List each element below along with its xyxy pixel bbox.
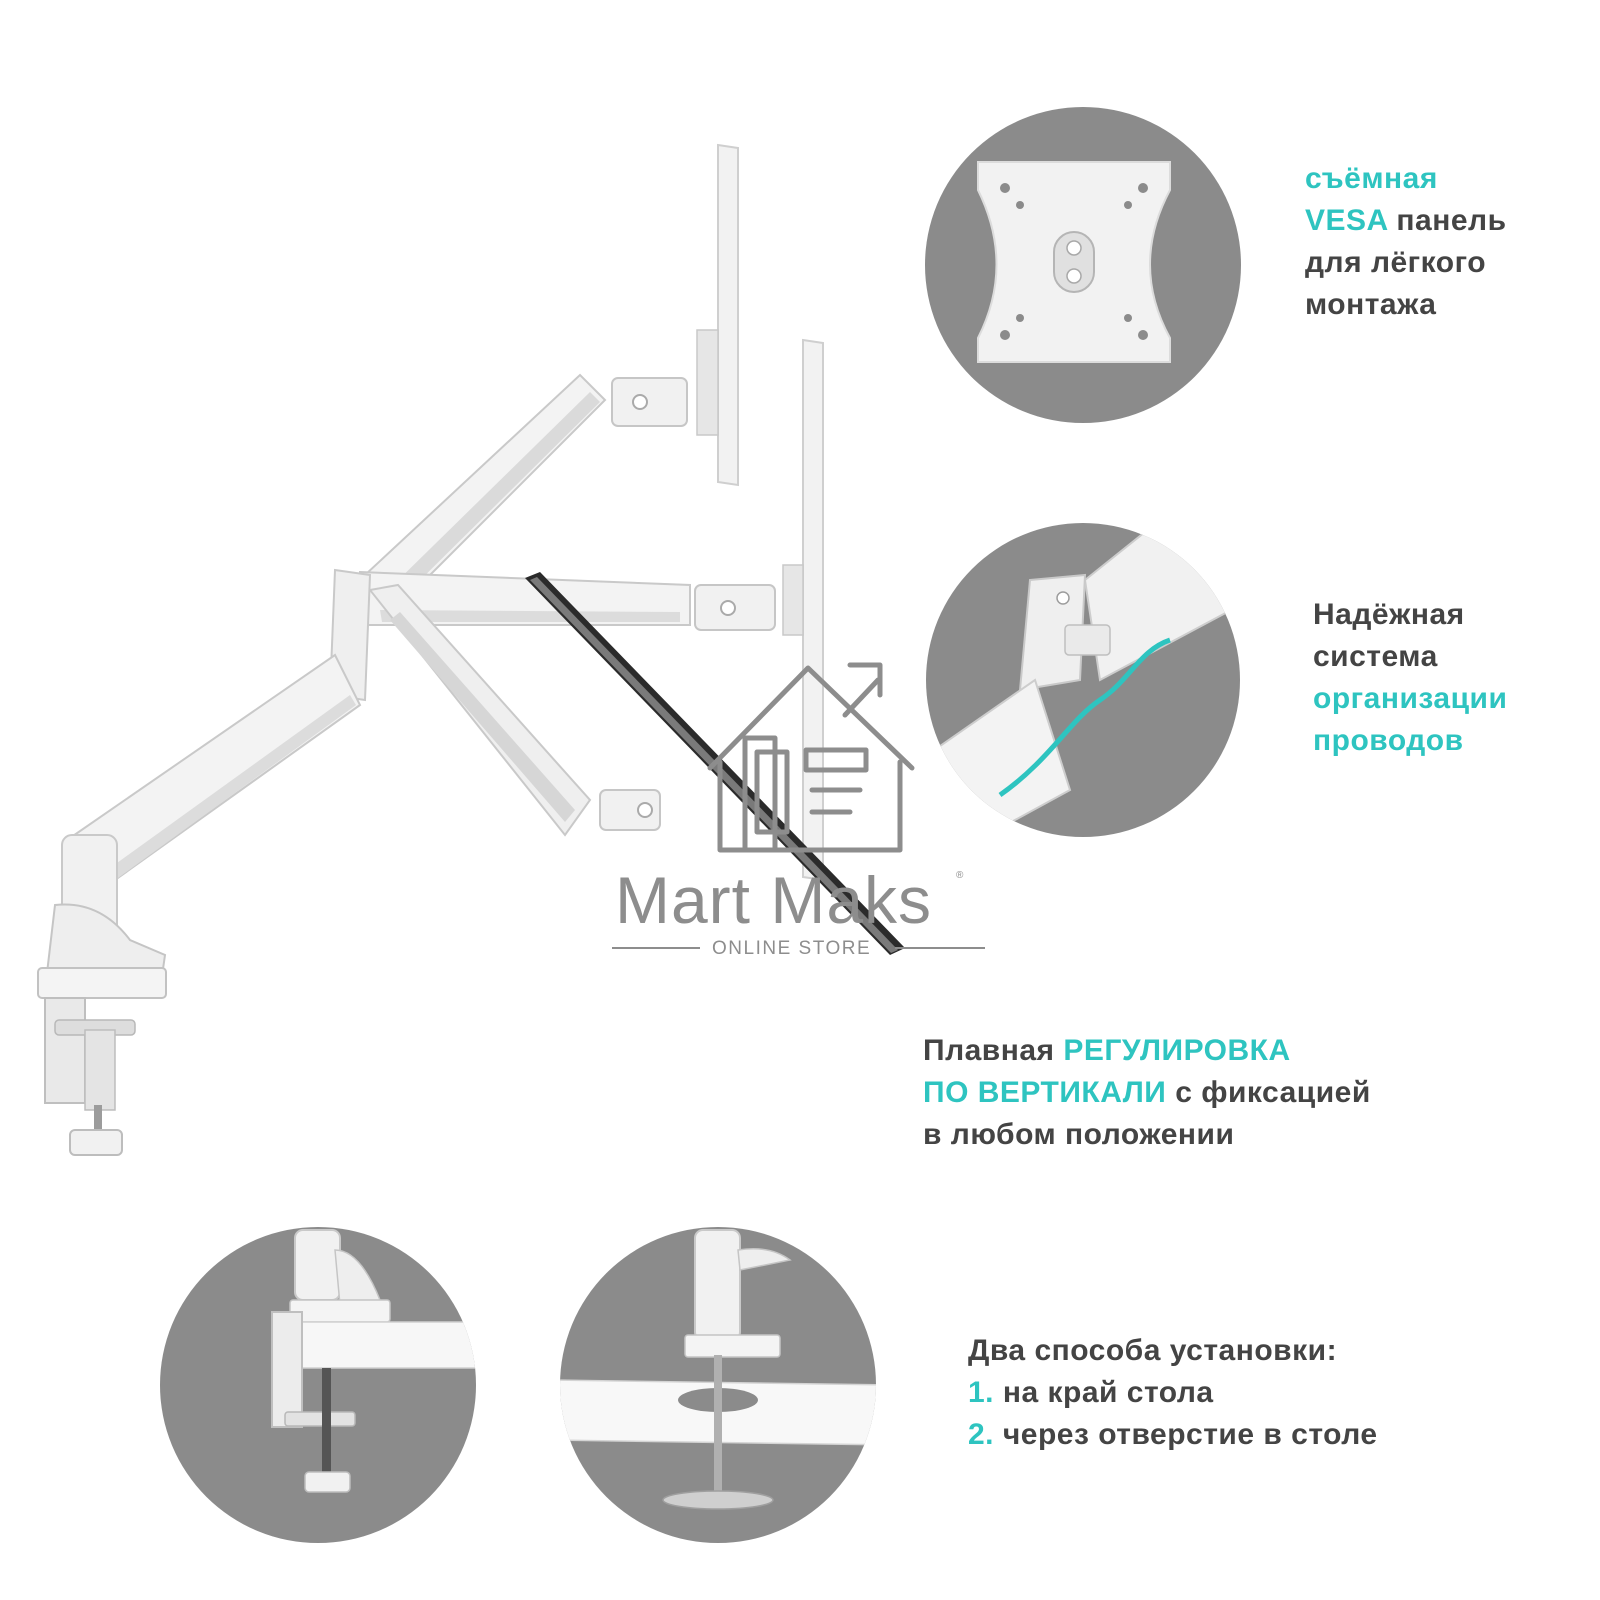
feature-cable-line4: проводов xyxy=(1313,724,1464,757)
feature-vertical-line3: в любом положении xyxy=(923,1118,1235,1151)
feature-cable-line3: организации xyxy=(1313,682,1508,715)
feature-mounting-item2: 2. через отверстие в столе xyxy=(968,1418,1378,1451)
middle-monitor xyxy=(782,338,824,882)
watermark-tagline: ONLINE STORE xyxy=(712,938,872,959)
feature-cable-line1: Надёжная xyxy=(1313,598,1465,631)
feature-cable-text: Надёжная система организации проводов xyxy=(1313,594,1507,762)
lower-arm xyxy=(368,583,661,837)
feature-vertical-text: Плавная РЕГУЛИРОВКА ПО ВЕРТИКАЛИ с фикса… xyxy=(923,1030,1371,1156)
watermark-registered-mark: ® xyxy=(956,870,964,881)
feature-mounting-item1: 1. на край стола xyxy=(968,1376,1214,1409)
feature-vertical-line2: ПО ВЕРТИКАЛИ с фиксацией xyxy=(923,1076,1371,1109)
feature-vesa-line4: монтажа xyxy=(1305,288,1437,321)
watermark-brand: Mart Maks xyxy=(615,863,933,937)
feature-vesa-line3: для лёгкого xyxy=(1305,246,1487,279)
feature-mounting-text: Два способа установки: 1. на край стола … xyxy=(968,1330,1378,1456)
feature-cable-line2: система xyxy=(1313,640,1438,673)
feature-vesa-line2: VESA панель xyxy=(1305,204,1507,237)
feature-mounting-title: Два способа установки: xyxy=(968,1334,1338,1367)
desk-clamp xyxy=(37,834,167,1156)
feature-vertical-line1: Плавная РЕГУЛИРОВКА xyxy=(923,1034,1291,1067)
feature-vesa-text: съёмная VESA панель для лёгкого монтажа xyxy=(1305,158,1507,326)
upper-monitor xyxy=(696,143,739,487)
main-arm xyxy=(68,568,372,882)
middle-arm xyxy=(358,570,776,631)
feature-vesa-line1: съёмная xyxy=(1305,162,1438,195)
